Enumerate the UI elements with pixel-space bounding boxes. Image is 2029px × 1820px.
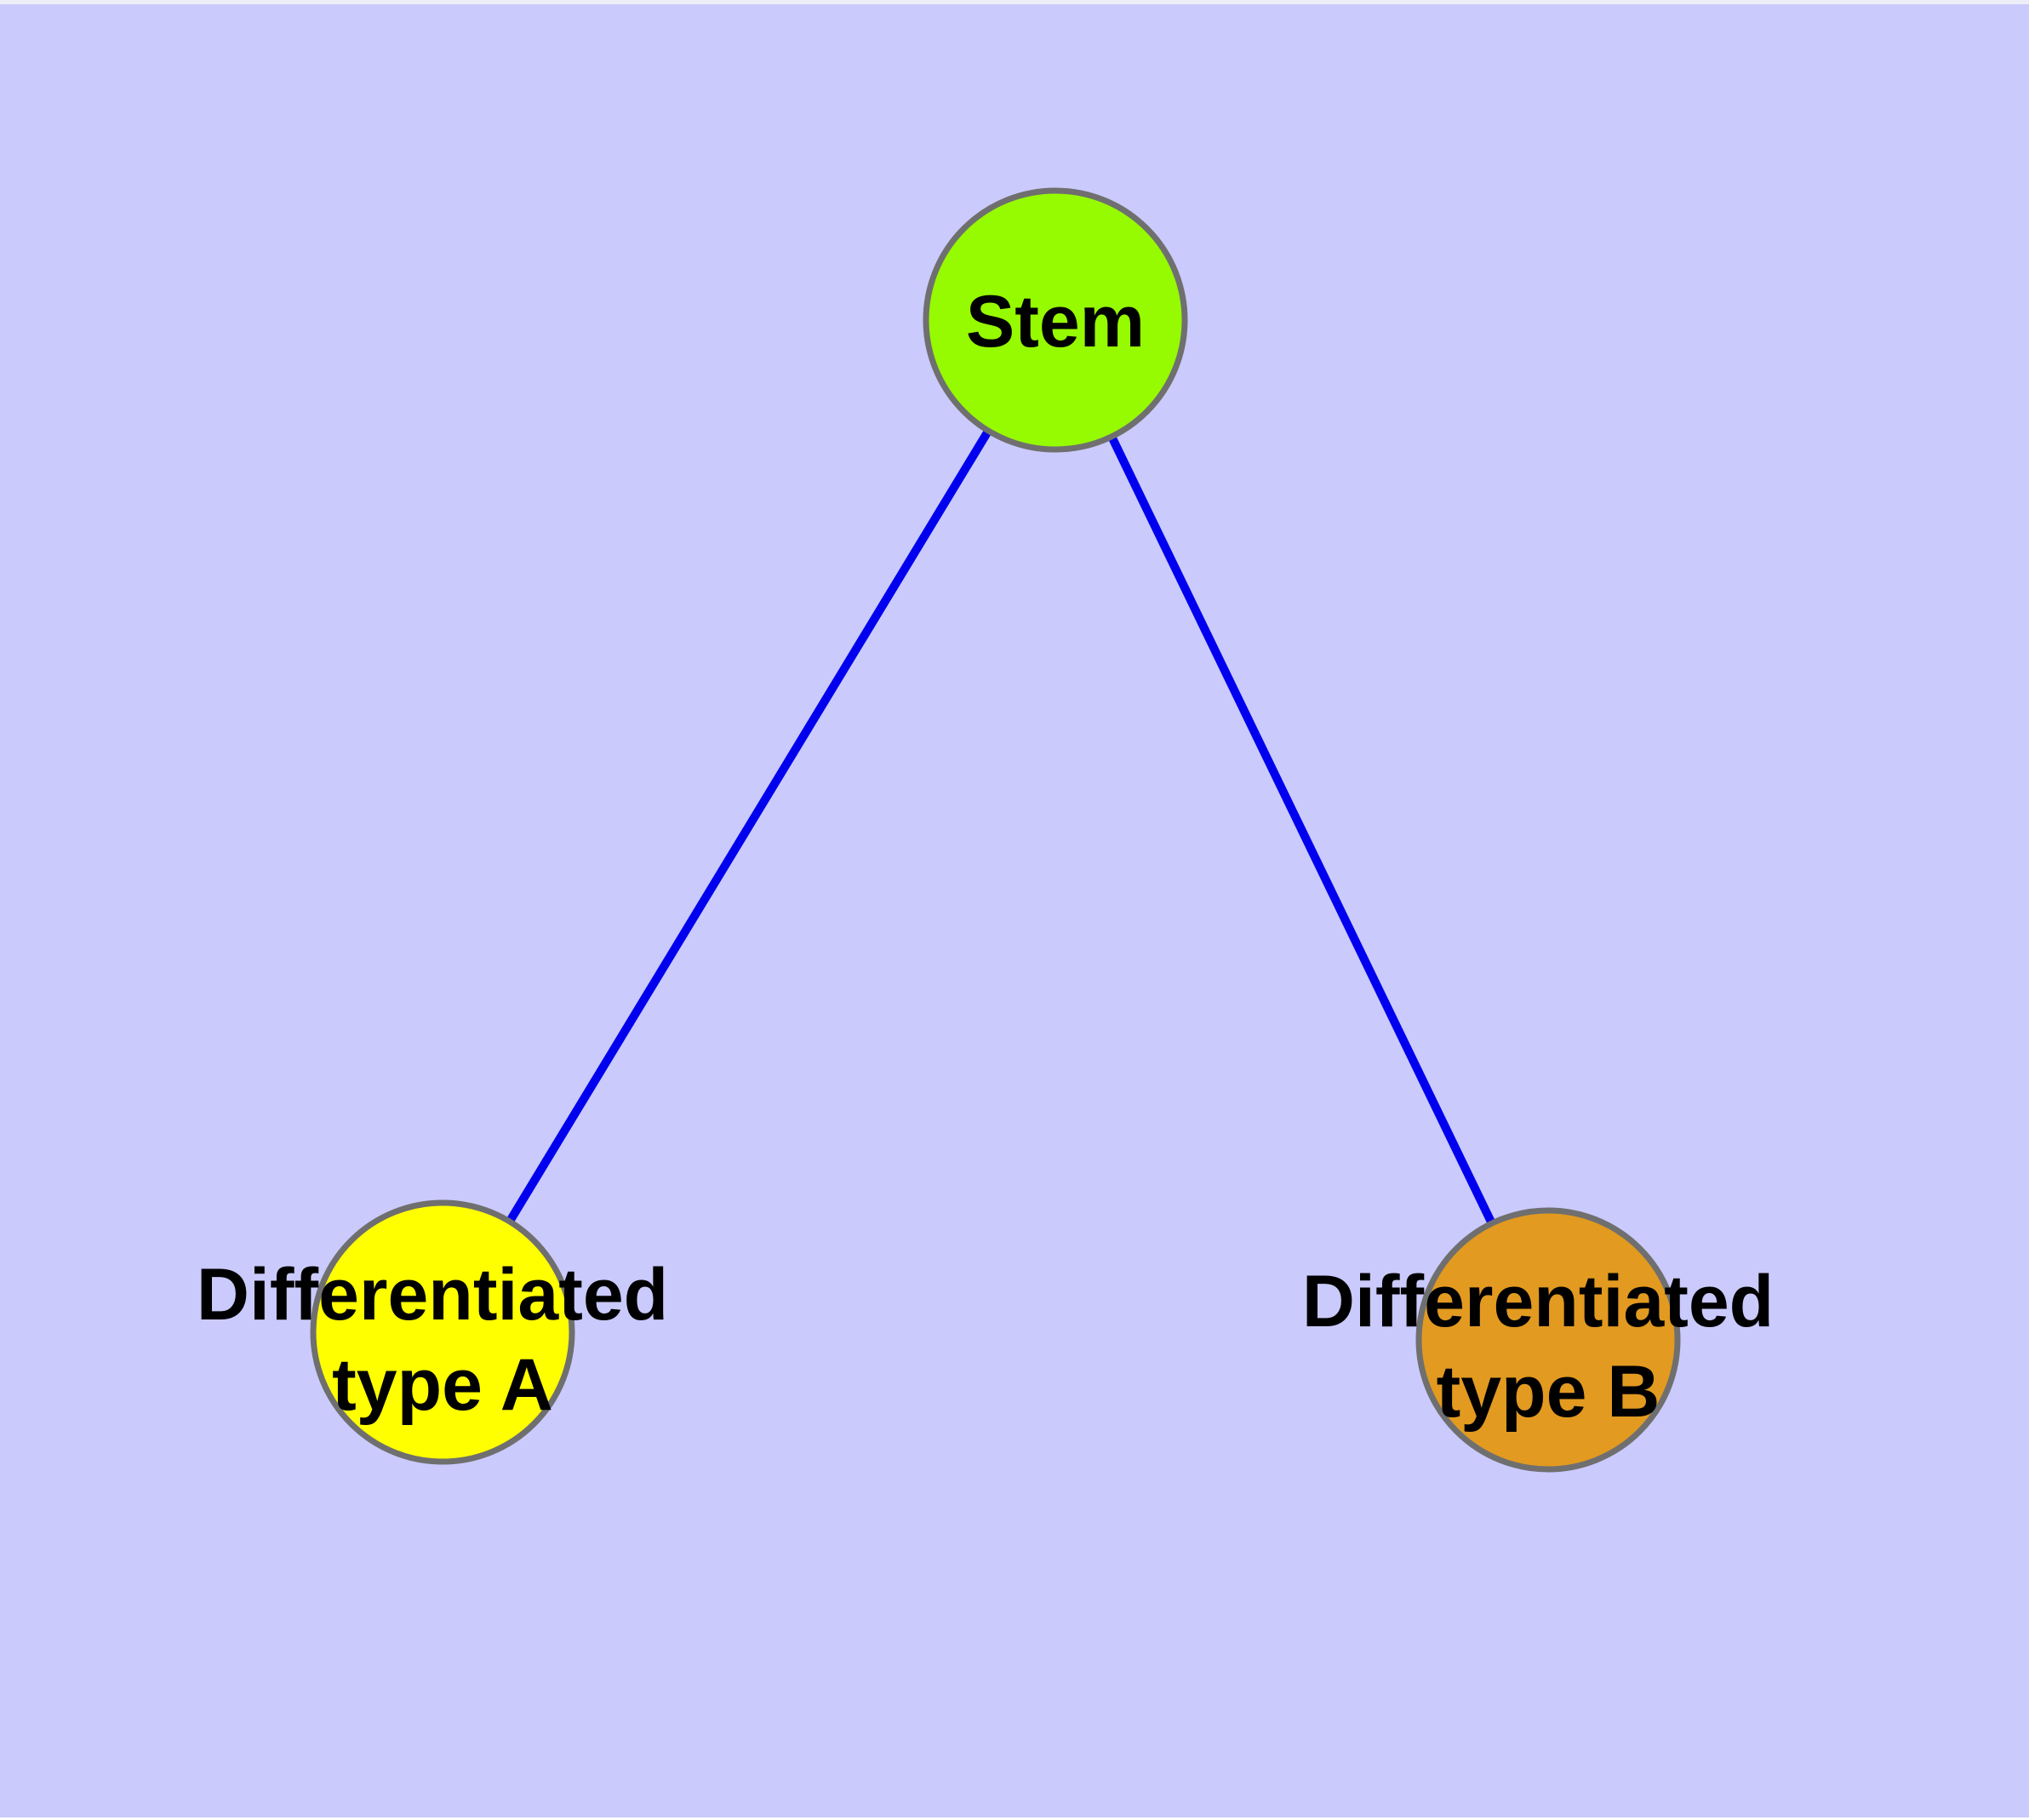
node-stem: Stem — [923, 187, 1188, 453]
node-differentiated-type-a: Differentiated type A — [197, 1199, 689, 1465]
node-type-a-label-line1: Differentiated — [197, 1254, 668, 1336]
node-differentiated-type-b: Differentiated type B — [1302, 1207, 1794, 1473]
node-type-b-circle — [1415, 1207, 1681, 1473]
node-stem-circle — [923, 187, 1188, 453]
node-type-a-circle — [310, 1199, 575, 1465]
edge-stem-to-type-a — [438, 318, 1060, 1335]
screenshot-bottom-edge-strip — [0, 1817, 2029, 1820]
node-type-a-label-line2: type A — [332, 1344, 553, 1426]
node-type-b-label-line1: Differentiated — [1302, 1261, 1774, 1342]
edge-stem-to-type-b — [1051, 318, 1552, 1342]
node-type-a-label: Differentiated type A — [197, 1254, 689, 1426]
screenshot-top-edge-strip — [0, 0, 2029, 4]
node-stem-label: Stem — [966, 281, 1145, 363]
node-type-b-label-line2: type B — [1437, 1351, 1660, 1433]
node-type-b-label: Differentiated type B — [1302, 1261, 1794, 1433]
